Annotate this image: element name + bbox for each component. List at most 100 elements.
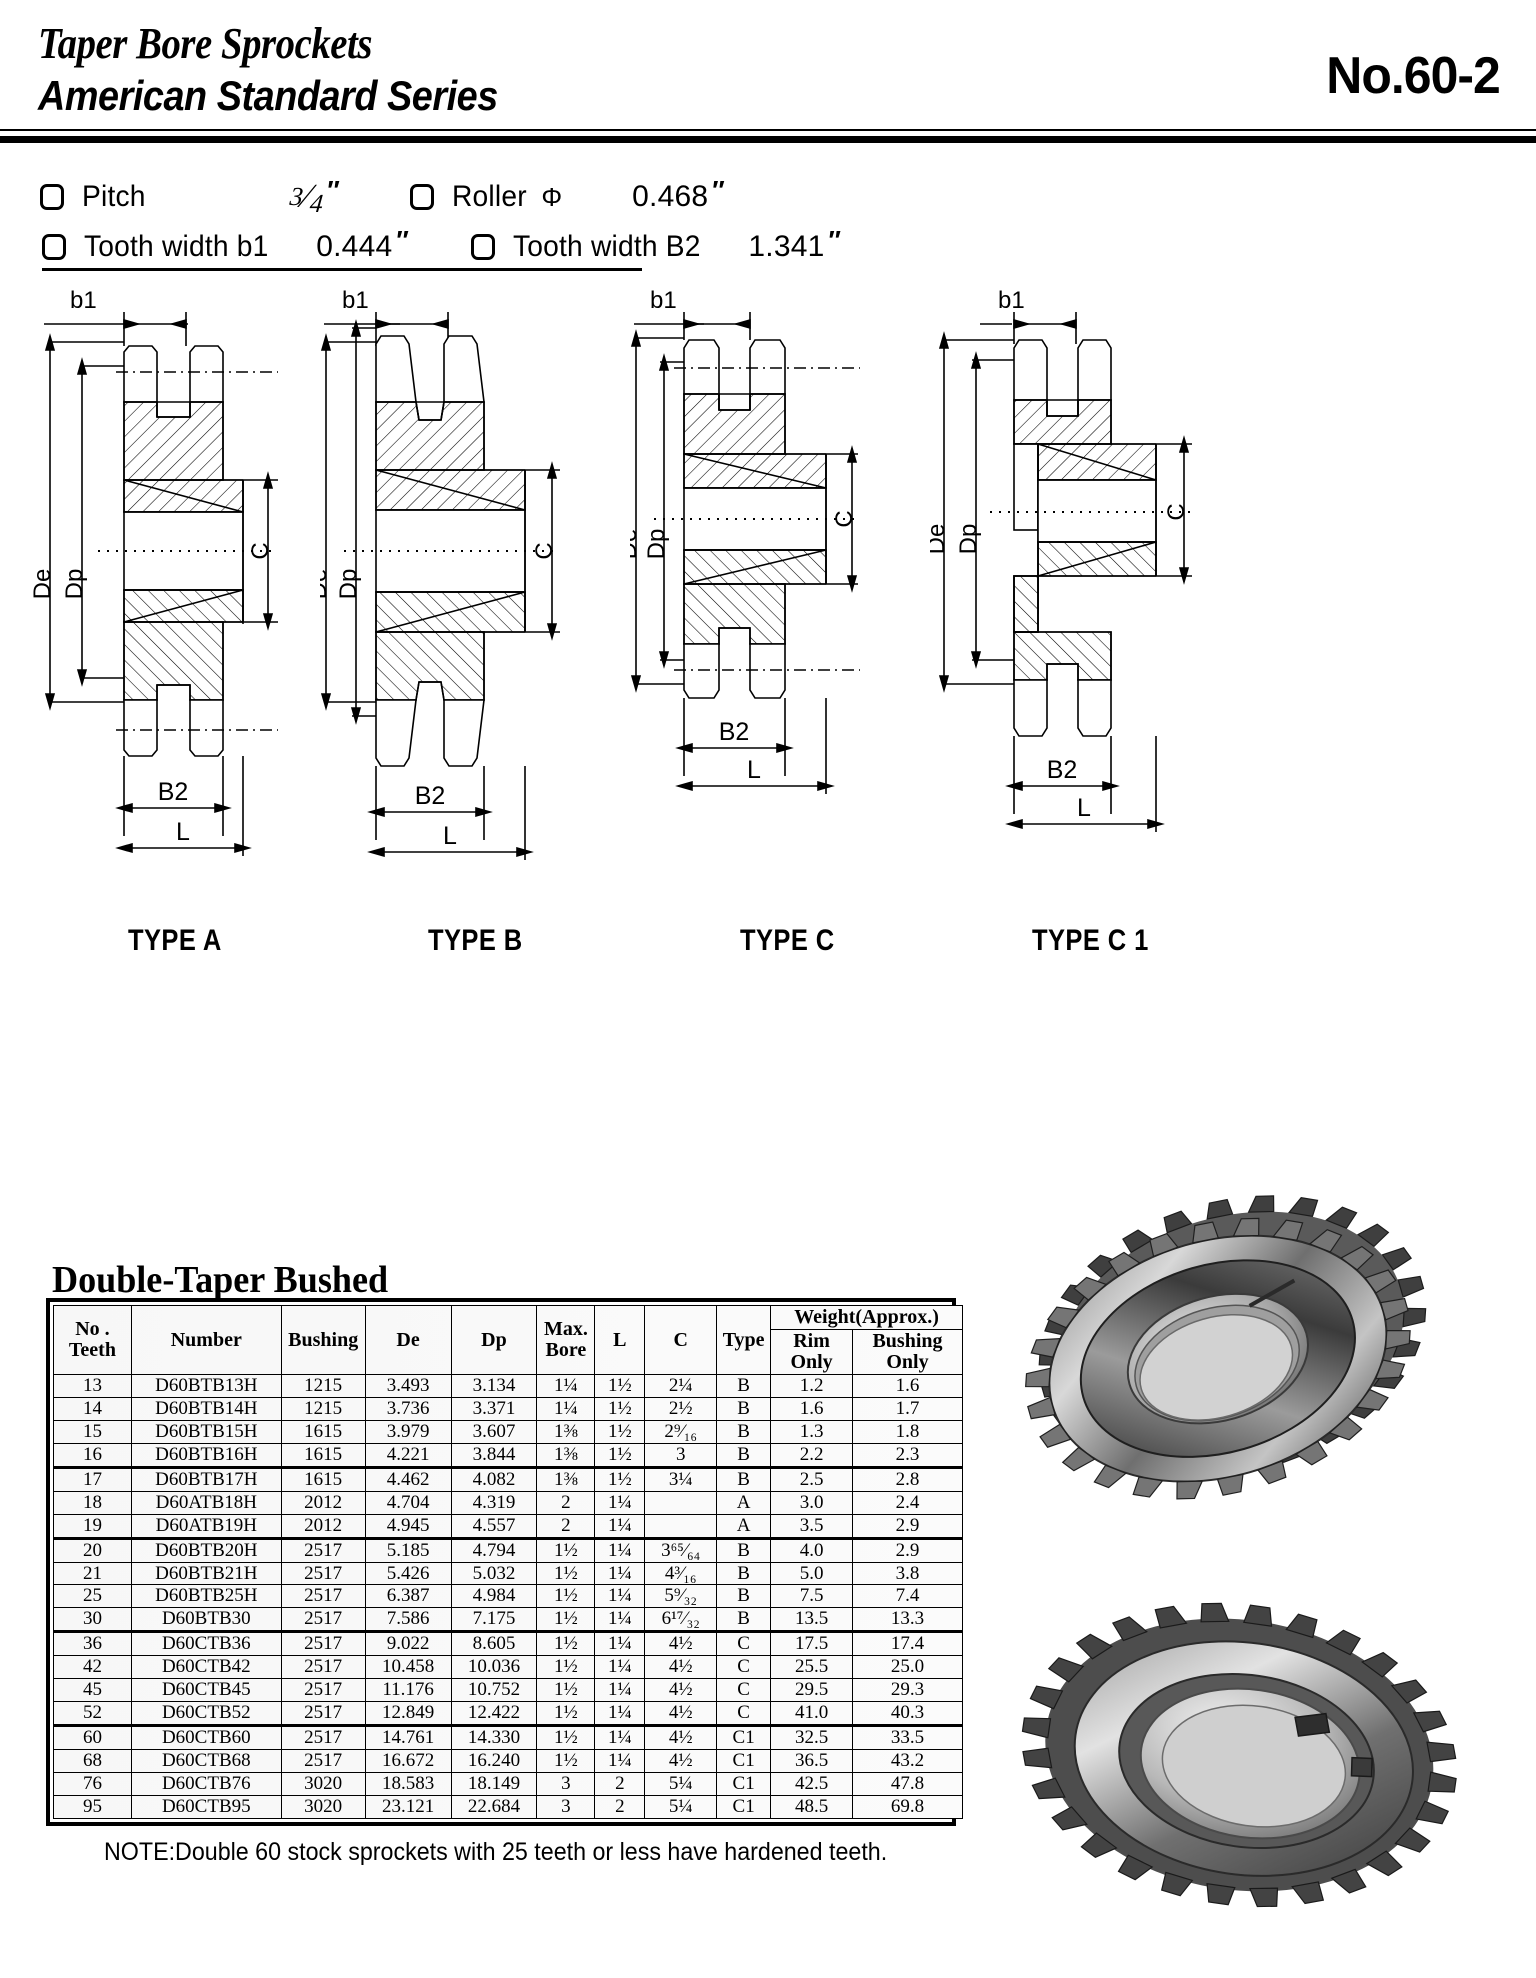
cell-bushing-only: 29.3 bbox=[852, 1678, 963, 1703]
cell-de: 7.586 bbox=[364, 1607, 452, 1634]
cell-type: C1 bbox=[716, 1771, 772, 1796]
cell-l: 1¼ bbox=[594, 1701, 646, 1728]
cell-bushing-only: 2.9 bbox=[852, 1513, 963, 1540]
dim-label-b1: b1 bbox=[70, 287, 97, 314]
cell-dp: 7.175 bbox=[450, 1607, 538, 1634]
cell-c: 3¼ bbox=[644, 1466, 718, 1492]
checkbox-icon-pitch bbox=[40, 184, 64, 210]
cell-type: A bbox=[716, 1490, 772, 1515]
cell-dp: 3.607 bbox=[450, 1419, 538, 1444]
checkbox-icon-roller bbox=[409, 184, 434, 210]
cell-bushing-only: 25.0 bbox=[852, 1655, 963, 1680]
type-labels-row: TYPE A TYPE B TYPE C TYPE C 1 bbox=[0, 924, 1536, 984]
cell-bushing: 2517 bbox=[280, 1725, 366, 1750]
svg-text:Dp: Dp bbox=[955, 524, 982, 555]
cell-bushing: 1215 bbox=[280, 1396, 366, 1421]
cell-no-teeth: 15 bbox=[53, 1419, 132, 1444]
cell-no-teeth: 95 bbox=[53, 1794, 132, 1819]
dim-label-b1: b1 bbox=[998, 287, 1025, 314]
cell-max-bore: 1½ bbox=[536, 1678, 596, 1703]
cell-number: D60BTB15H bbox=[130, 1419, 282, 1444]
th-no-teeth: No . Teeth bbox=[53, 1305, 132, 1375]
cell-l: 1¼ bbox=[594, 1725, 646, 1750]
cell-no-teeth: 20 bbox=[53, 1537, 132, 1563]
cell-no-teeth: 52 bbox=[53, 1701, 132, 1728]
cell-max-bore: 1¼ bbox=[536, 1374, 596, 1398]
cell-de: 4.704 bbox=[364, 1490, 452, 1515]
cell-rim-only: 4.0 bbox=[770, 1537, 854, 1563]
b1-unit: ″ bbox=[396, 224, 409, 255]
cell-bushing: 2517 bbox=[280, 1749, 366, 1773]
cell-l: 1¼ bbox=[594, 1561, 646, 1586]
th-c: C bbox=[644, 1305, 718, 1375]
spec-row-tooth-widths: Tooth width b1 0.444″ Tooth width B2 1.3… bbox=[40, 222, 1536, 272]
cell-c: 2¼ bbox=[644, 1374, 718, 1398]
cell-rim-only: 32.5 bbox=[770, 1725, 854, 1750]
th-rim-only-l1: Rim bbox=[793, 1330, 830, 1352]
type-label-c: TYPE C bbox=[740, 924, 835, 957]
cell-max-bore: 1⅜ bbox=[536, 1466, 596, 1492]
cell-bushing: 3020 bbox=[280, 1794, 366, 1819]
cell-max-bore: 1½ bbox=[536, 1584, 596, 1609]
dim-label-De: De bbox=[29, 569, 56, 600]
cell-rim-only: 25.5 bbox=[770, 1655, 854, 1680]
cell-max-bore: 1½ bbox=[536, 1631, 596, 1657]
dim-label-b1: b1 bbox=[342, 287, 369, 314]
cell-bushing: 2517 bbox=[280, 1678, 366, 1703]
cell-dp: 3.371 bbox=[450, 1396, 538, 1421]
cell-de: 10.458 bbox=[364, 1655, 452, 1680]
cell-type: C bbox=[716, 1631, 772, 1657]
cell-bushing: 2517 bbox=[280, 1537, 366, 1563]
page-header: Taper Bore Sprockets American Standard S… bbox=[0, 0, 1536, 150]
cell-bushing: 1615 bbox=[280, 1442, 366, 1469]
cell-bushing: 2517 bbox=[280, 1561, 366, 1586]
type-label-c1: TYPE C 1 bbox=[1032, 924, 1149, 957]
roller-unit: ″ bbox=[712, 174, 725, 205]
cell-l: 1¼ bbox=[594, 1655, 646, 1680]
drawings-row: b1 De Dp bbox=[0, 284, 1536, 924]
cell-number: D60ATB18H bbox=[130, 1490, 282, 1515]
pitch-unit: ″ bbox=[327, 174, 340, 205]
cell-type: B bbox=[716, 1442, 772, 1469]
dim-label-C: C bbox=[247, 542, 274, 559]
cell-no-teeth: 14 bbox=[53, 1396, 132, 1421]
cell-type: C1 bbox=[716, 1794, 772, 1819]
cell-de: 4.945 bbox=[364, 1513, 452, 1540]
cell-rim-only: 5.0 bbox=[770, 1561, 854, 1586]
cell-dp: 14.330 bbox=[450, 1725, 538, 1750]
th-max-bore-l1: Max. bbox=[543, 1318, 588, 1340]
cell-c bbox=[644, 1490, 718, 1515]
cell-rim-only: 3.5 bbox=[770, 1513, 854, 1540]
table-head: No . Teeth Number Bushing De Dp Max. Bor… bbox=[53, 1305, 963, 1375]
cell-de: 18.583 bbox=[364, 1771, 452, 1796]
cell-rim-only: 41.0 bbox=[770, 1701, 854, 1728]
cell-de: 12.849 bbox=[364, 1701, 452, 1728]
spec-label-pitch: Pitch bbox=[82, 180, 146, 213]
cell-type: B bbox=[716, 1607, 772, 1634]
table-header-row: No . Teeth Number Bushing De Dp Max. Bor… bbox=[53, 1305, 963, 1375]
th-bushing-only: Bushing Only bbox=[852, 1329, 963, 1375]
cell-no-teeth: 68 bbox=[53, 1749, 132, 1773]
sprocket-photo-bottom bbox=[990, 1530, 1490, 1970]
cell-bushing-only: 43.2 bbox=[852, 1749, 963, 1773]
dim-label-B2: B2 bbox=[158, 778, 189, 806]
cell-c: 3⁶⁵⁄₆₄ bbox=[644, 1537, 718, 1563]
cell-dp: 4.082 bbox=[450, 1466, 538, 1492]
cell-bushing: 1615 bbox=[280, 1466, 366, 1492]
cell-max-bore: 3 bbox=[536, 1771, 596, 1796]
cell-no-teeth: 42 bbox=[53, 1655, 132, 1680]
cell-dp: 5.032 bbox=[450, 1561, 538, 1586]
cell-number: D60CTB68 bbox=[130, 1749, 282, 1773]
cell-de: 5.185 bbox=[364, 1537, 452, 1563]
cell-l: 1½ bbox=[594, 1396, 646, 1421]
drawing-type-b: b1 De Dp bbox=[320, 284, 620, 924]
cell-de: 9.022 bbox=[364, 1631, 452, 1657]
cell-dp: 4.319 bbox=[450, 1490, 538, 1515]
cell-c: 2½ bbox=[644, 1396, 718, 1421]
header-rule-thick bbox=[0, 136, 1536, 143]
cell-bushing-only: 1.7 bbox=[852, 1396, 963, 1421]
